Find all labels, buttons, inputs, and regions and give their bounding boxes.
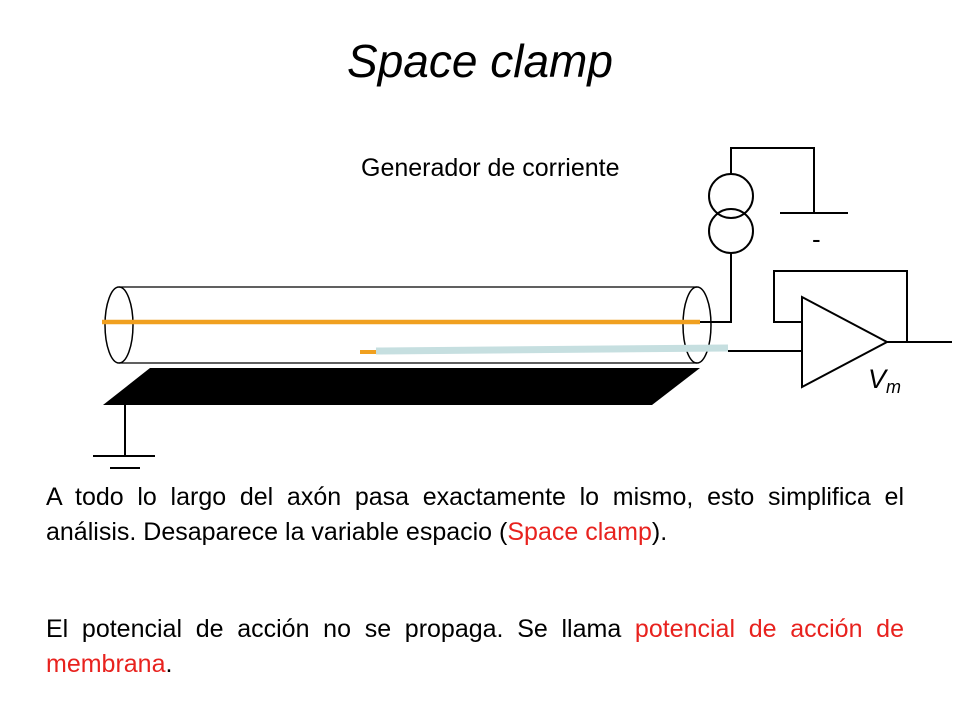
paragraph-space-clamp: A todo lo largo del axón pasa exactament… — [46, 480, 904, 550]
bath-ground-symbol — [93, 405, 155, 469]
vm-label-main: V — [868, 364, 889, 394]
paragraph-action-potential: El potencial de acción no se propaga. Se… — [46, 612, 904, 682]
generator-wiring — [700, 147, 848, 323]
paragraph1-text-b: ). — [651, 518, 668, 546]
paragraph1-text-a: A todo lo largo del axón pasa exactament… — [46, 483, 904, 546]
paragraph2-text-b: . — [165, 650, 173, 678]
axon-cylinder — [104, 286, 712, 364]
amplifier-symbol — [728, 270, 952, 389]
bath-plate — [103, 368, 700, 405]
current-generator-icon — [708, 173, 754, 254]
space-clamp-highlight: Space clamp — [507, 518, 652, 546]
generator-label: Generador de corriente — [361, 154, 619, 182]
axon-left-end — [104, 286, 134, 364]
ground-minus-sign: - — [812, 224, 821, 254]
vm-label-sub: m — [886, 377, 901, 397]
vm-label: Vm — [868, 364, 901, 397]
membrane-action-potential-highlight: potencial de acción de membrana — [46, 615, 904, 678]
paragraph2-text-a: El potencial de acción no se propaga. Se… — [46, 615, 635, 643]
voltage-electrode — [375, 344, 729, 355]
slide-title: Space clamp — [347, 35, 613, 87]
